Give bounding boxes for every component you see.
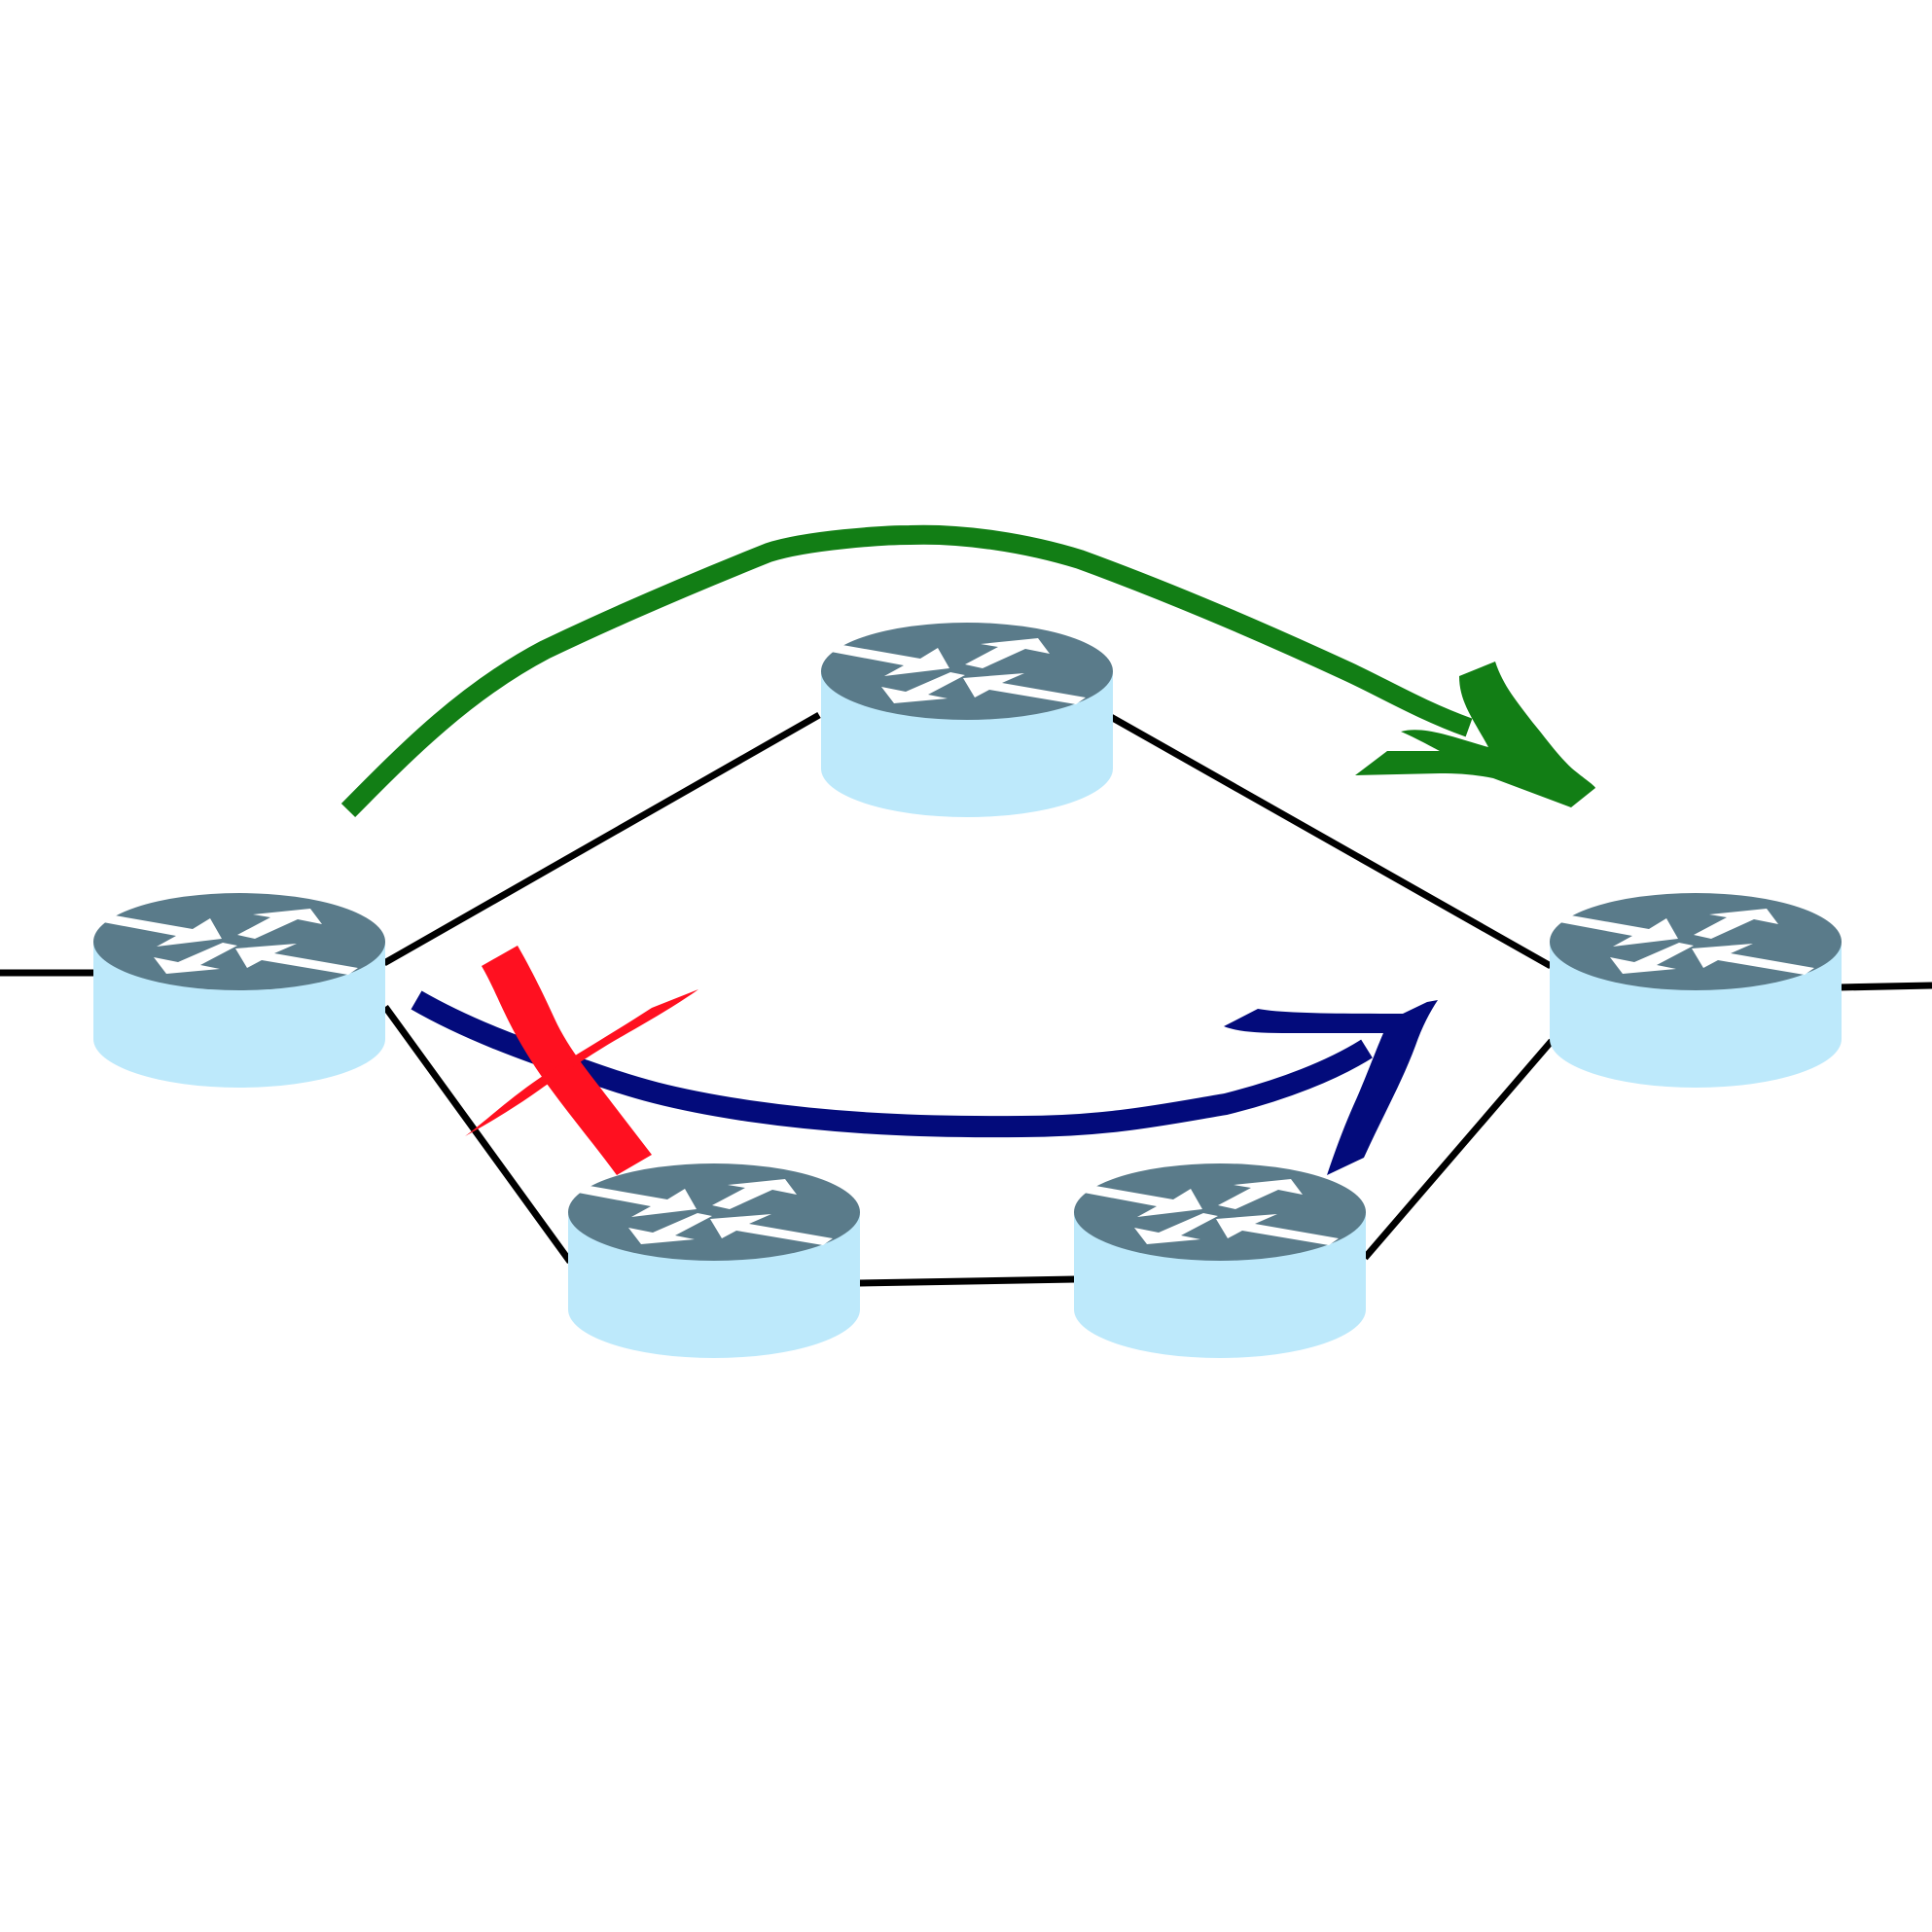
router-bottom-left-icon: [568, 1163, 860, 1358]
link-left-top: [382, 711, 821, 967]
link-top-right: [1109, 713, 1553, 970]
cross-icon: [465, 946, 698, 1175]
primary-path-arrowhead: [1355, 662, 1595, 807]
router-top-icon: [821, 623, 1113, 817]
cross-stroke-thick: [482, 946, 652, 1175]
router-left-icon: [93, 893, 385, 1088]
network-links: [0, 711, 1932, 1287]
router-bottom-right-icon: [1074, 1163, 1366, 1358]
router-right-icon: [1550, 893, 1842, 1088]
primary-path-stroke: [340, 524, 1473, 818]
alternate-path-arrowhead: [1224, 1000, 1438, 1175]
link-bottomright-right: [1362, 1038, 1555, 1261]
primary-path-arrow: [340, 524, 1595, 818]
link-bottomleft-bottomright: [857, 1275, 1076, 1287]
routers: [93, 623, 1842, 1358]
cross-stroke-thin: [465, 989, 698, 1136]
link-left-bottomleft: [382, 1004, 573, 1265]
link-external-right: [1838, 982, 1932, 991]
